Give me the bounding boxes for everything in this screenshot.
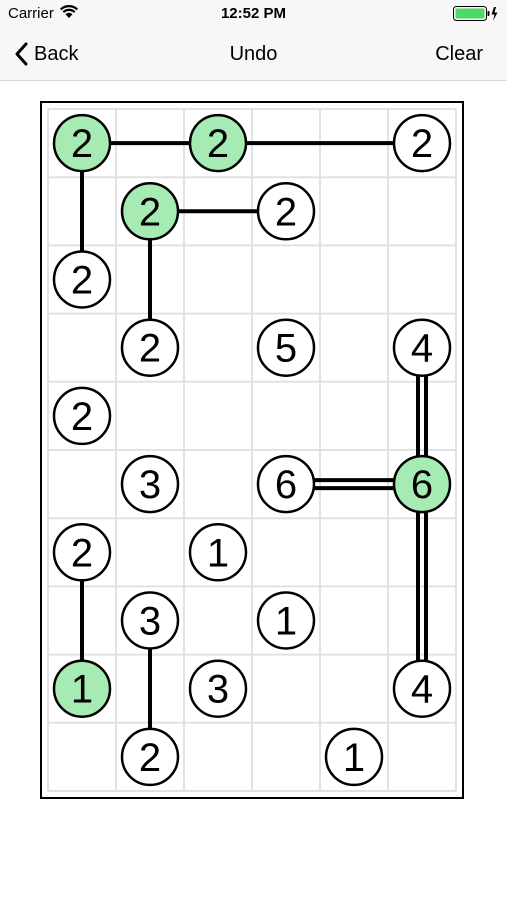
island-a[interactable]: 2	[52, 113, 112, 173]
island-k[interactable]: 3	[120, 454, 180, 514]
island-circle	[392, 318, 452, 377]
island-number: 3	[139, 600, 161, 644]
island-circle	[120, 591, 180, 650]
island-l[interactable]: 6	[256, 454, 316, 514]
status-bar: Carrier 12:52 PM	[0, 0, 507, 28]
undo-button[interactable]: Undo	[229, 43, 278, 65]
island-i[interactable]: 4	[392, 318, 452, 377]
island-number: 2	[207, 122, 229, 166]
carrier-label: Carrier	[8, 5, 54, 22]
island-v[interactable]: 1	[324, 727, 384, 787]
island-e[interactable]: 2	[256, 182, 316, 241]
island-circle	[52, 386, 112, 446]
board-border	[40, 101, 464, 799]
island-circle	[188, 113, 248, 173]
island-j[interactable]: 2	[52, 386, 112, 446]
island-circle	[52, 113, 112, 173]
bridges-puzzle-grid[interactable]: 2 2 2 2 2 2 2 5 4 2 3 6 6 2 1 3 1 1 3 4 2 1	[40, 101, 464, 799]
island-d[interactable]: 2	[120, 182, 180, 241]
island-number: 1	[207, 531, 229, 575]
island-b[interactable]: 2	[188, 113, 248, 173]
island-number: 2	[139, 327, 161, 371]
island-t[interactable]: 4	[392, 659, 452, 718]
island-circle	[256, 591, 316, 650]
island-circle	[120, 182, 180, 241]
island-circle	[52, 523, 112, 582]
island-circle	[324, 727, 384, 787]
island-circle	[392, 659, 452, 718]
island-circle	[392, 113, 452, 173]
bridge-m-t[interactable]	[416, 484, 428, 689]
island-g[interactable]: 2	[120, 318, 180, 377]
island-number: 2	[71, 122, 93, 166]
grid-lines	[47, 108, 457, 792]
island-f[interactable]: 2	[52, 250, 112, 309]
wifi-icon	[60, 4, 78, 24]
island-number: 1	[71, 668, 93, 712]
island-q[interactable]: 1	[256, 591, 316, 650]
island-circle	[188, 659, 248, 718]
chevron-left-icon	[15, 42, 28, 66]
island-u[interactable]: 2	[120, 727, 180, 787]
island-number: 2	[411, 122, 433, 166]
island-m[interactable]: 6	[392, 454, 452, 514]
island-h[interactable]: 5	[256, 318, 316, 377]
island-circle	[256, 182, 316, 241]
island-number: 2	[139, 190, 161, 234]
puzzle-board: 2 2 2 2 2 2 2 5 4 2 3 6 6 2 1 3 1 1 3 4 2 1	[40, 101, 464, 799]
island-number: 4	[411, 327, 433, 371]
back-button-label: Back	[34, 42, 79, 65]
island-number: 1	[343, 736, 365, 780]
island-number: 5	[275, 327, 297, 371]
island-number: 2	[71, 531, 93, 575]
island-p[interactable]: 3	[120, 591, 180, 650]
island-r[interactable]: 1	[52, 659, 112, 718]
navigation-bar: Back Undo Clear	[0, 28, 507, 81]
island-number: 2	[71, 259, 93, 303]
island-n[interactable]: 2	[52, 523, 112, 582]
island-number: 2	[139, 736, 161, 780]
battery-icon	[453, 6, 499, 27]
island-circle	[52, 250, 112, 309]
island-number: 4	[411, 668, 433, 712]
island-number: 1	[275, 600, 297, 644]
back-button[interactable]: Back	[14, 28, 78, 80]
island-c[interactable]: 2	[392, 113, 452, 173]
island-circle	[256, 318, 316, 377]
island-circle	[392, 454, 452, 514]
island-circle	[256, 454, 316, 514]
island-circle	[120, 454, 180, 514]
island-circle	[52, 659, 112, 718]
island-circle	[188, 523, 248, 582]
island-s[interactable]: 3	[188, 659, 248, 718]
island-circle	[120, 318, 180, 377]
island-o[interactable]: 1	[188, 523, 248, 582]
island-number: 2	[71, 395, 93, 439]
island-number: 3	[207, 668, 229, 712]
island-number: 2	[275, 190, 297, 234]
clear-button[interactable]: Clear	[435, 43, 483, 65]
island-circle	[120, 727, 180, 787]
island-number: 6	[411, 463, 433, 507]
island-number: 6	[275, 463, 297, 507]
island-number: 3	[139, 463, 161, 507]
